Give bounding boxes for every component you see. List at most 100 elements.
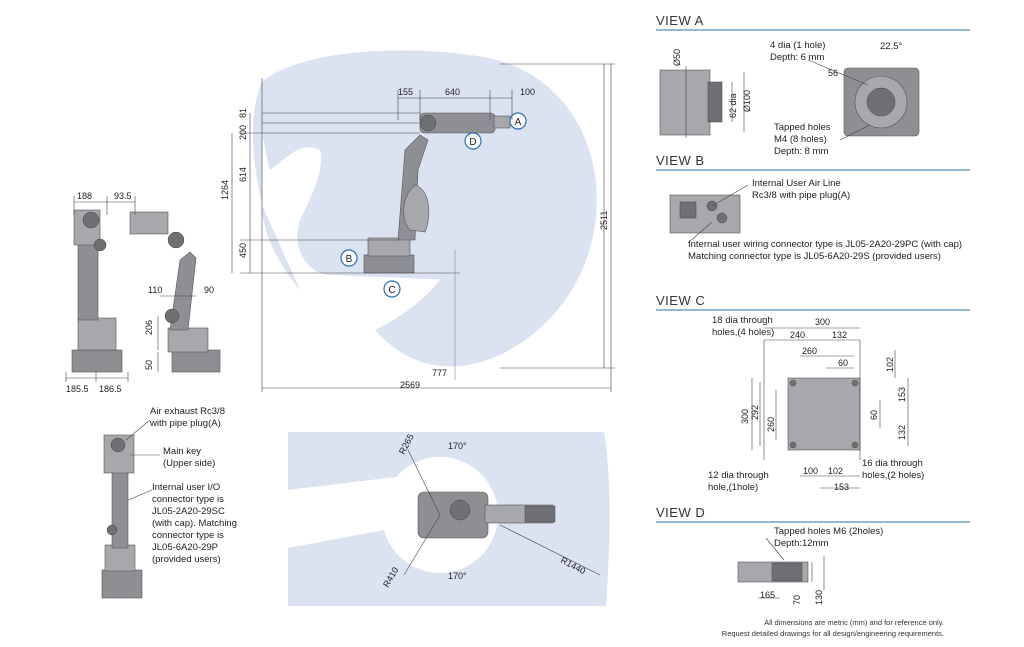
dim-dia100: Ø100 <box>742 90 752 112</box>
side-view-dimensions <box>231 63 615 392</box>
view-d-tapped-label: Tapped holes M6 (2holes) <box>774 526 883 537</box>
dim-c-300: 300 <box>815 317 830 327</box>
side-small-view-robot <box>129 211 221 373</box>
io-line-6: JL05-6A20-29P <box>152 542 218 553</box>
dim-c-100: 100 <box>803 466 818 476</box>
view-c-drawing <box>751 327 909 489</box>
view-a-drawing <box>659 59 920 141</box>
dim-777: 777 <box>432 368 447 378</box>
small-view-dimensions <box>65 196 196 382</box>
dim-640: 640 <box>445 87 460 97</box>
dim-155: 155 <box>398 87 413 97</box>
view-b-drawing <box>669 184 749 244</box>
view-b-air-line-label: Internal User Air Line <box>752 178 841 189</box>
view-a-tapped-label: Tapped holes <box>774 122 831 133</box>
label-a-text: A <box>515 117 522 128</box>
view-c-12dia-hole-label: hole,(1hole) <box>708 482 758 493</box>
label-a: A <box>509 112 527 130</box>
footer-note: All dimensions are metric (mm) and for r… <box>722 617 944 639</box>
dim-1264: 1264 <box>220 180 230 200</box>
air-exhaust-plug-label: with pipe plug(A) <box>149 418 221 429</box>
io-line-1: Internal user I/O <box>152 482 220 493</box>
dim-200: 200 <box>238 125 248 140</box>
dim-c-260: 260 <box>802 346 817 356</box>
dim-c-60: 60 <box>838 358 848 368</box>
label-c-text: C <box>388 285 395 296</box>
dim-170-bottom: 170° <box>448 571 467 581</box>
view-b-matching-label: Matching connector type is JL05-6A20-29S… <box>688 251 941 262</box>
dim-c-292: 292 <box>750 405 760 420</box>
dim-188: 188 <box>77 191 92 201</box>
main-key-label: Main key <box>163 446 201 457</box>
view-c-18dia-label: 18 dia through <box>712 315 773 326</box>
back-view-robot <box>101 434 143 599</box>
dim-c-102b: 102 <box>828 466 843 476</box>
dim-2569: 2569 <box>400 380 420 390</box>
dim-81: 81 <box>238 108 248 118</box>
air-exhaust-label: Air exhaust Rc3/8 <box>150 406 225 417</box>
view-a-depth8-label: Depth: 8 mm <box>774 146 828 157</box>
dim-c-132b: 132 <box>897 425 907 440</box>
dim-185-5: 185.5 <box>66 384 89 394</box>
label-d-text: D <box>469 137 476 148</box>
dim-614: 614 <box>238 167 248 182</box>
dim-c-300v: 300 <box>740 409 750 424</box>
label-d: D <box>464 132 482 150</box>
dim-110: 110 <box>148 285 162 295</box>
view-a-depth6-label: Depth: 6 mm <box>770 52 824 63</box>
view-c-18dia-holes-label: holes,(4 holes) <box>712 327 774 338</box>
view-c-16dia-label: 16 dia through <box>862 458 923 469</box>
label-c: C <box>383 280 401 298</box>
io-line-7: (provided users) <box>152 554 221 565</box>
view-a-title: VIEW A <box>656 13 704 28</box>
view-d-drawing <box>737 537 825 599</box>
dim-93-5: 93.5 <box>114 191 132 201</box>
io-line-4: (with cap). Matching <box>152 518 237 529</box>
main-key-side-label: (Upper side) <box>163 458 215 469</box>
view-d-title: VIEW D <box>656 505 705 520</box>
view-d-depth-label: Depth:12mm <box>774 538 828 549</box>
dim-186-5: 186.5 <box>99 384 122 394</box>
footer-line-2: Request detailed drawings for all design… <box>721 629 944 638</box>
dim-dia50: Ø50 <box>672 49 682 66</box>
dim-d-165: 165 <box>760 590 775 600</box>
dim-dia62: 62 dia <box>728 93 738 118</box>
view-b-air-plug-label: Rc3/8 with pipe plug(A) <box>752 190 850 201</box>
dim-c-60v: 60 <box>869 410 879 420</box>
io-line-2: connector type is <box>152 494 224 505</box>
dim-c-102: 102 <box>885 357 895 372</box>
dim-206: 206 <box>144 320 154 335</box>
top-view-dimensions <box>403 449 601 576</box>
top-view-robot <box>417 491 556 539</box>
dim-c-153: 153 <box>897 387 907 402</box>
dim-d-130: 130 <box>814 590 824 605</box>
footer-line-1: All dimensions are metric (mm) and for r… <box>764 618 944 627</box>
dim-c-153b: 153 <box>834 482 849 492</box>
view-c-12dia-label: 12 dia through <box>708 470 769 481</box>
io-line-5: connector type is <box>152 530 224 541</box>
dim-c-240: 240 <box>790 330 805 340</box>
dim-c-132: 132 <box>832 330 847 340</box>
dim-170-top: 170° <box>448 441 467 451</box>
front-view-robot <box>71 209 123 373</box>
side-view-robot <box>363 112 511 274</box>
label-b: B <box>340 249 358 267</box>
dim-56: 56 <box>828 68 838 78</box>
view-b-title: VIEW B <box>656 153 705 168</box>
dim-2511: 2511 <box>599 211 609 230</box>
dim-50: 50 <box>144 360 154 370</box>
dim-450: 450 <box>238 243 248 258</box>
dim-100: 100 <box>520 87 535 97</box>
dim-d-70: 70 <box>792 595 802 605</box>
dim-90: 90 <box>204 285 214 295</box>
view-c-title: VIEW C <box>656 293 705 308</box>
label-b-text: B <box>346 254 353 265</box>
view-a-angle-label: 22.5° <box>880 41 902 52</box>
io-line-3: JL05-2A20-29SC <box>152 506 225 517</box>
view-b-wiring-label: Internal user wiring connector type is J… <box>688 239 962 250</box>
dim-c-260v: 260 <box>766 417 776 432</box>
view-a-holes-label: 4 dia (1 hole) <box>770 40 825 51</box>
back-view-leaders <box>125 419 160 501</box>
view-a-m4-label: M4 (8 holes) <box>774 134 827 145</box>
